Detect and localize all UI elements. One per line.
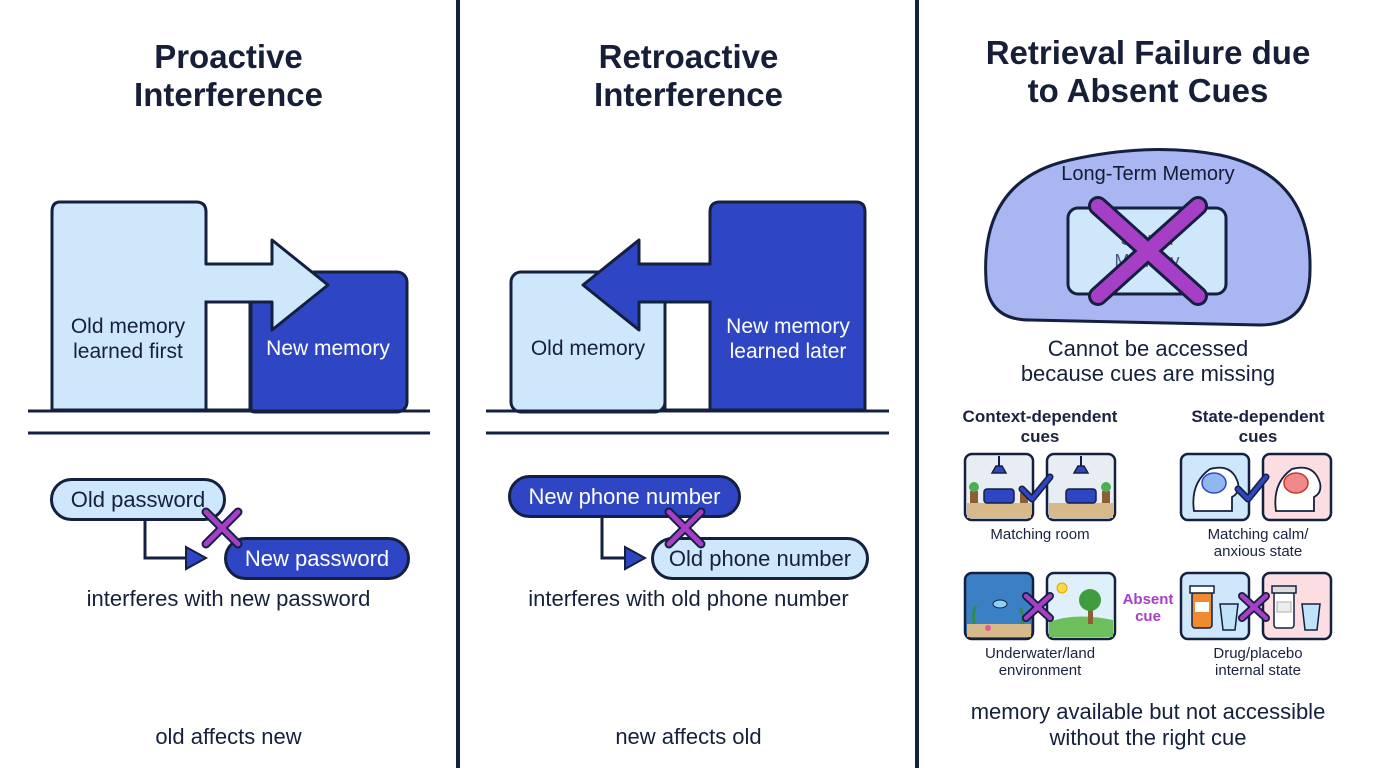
retroactive-panel: Retroactive Interference Old memory New …	[461, 0, 916, 768]
absent-cue-line2: cue	[1135, 608, 1161, 625]
drug-placebo-tiles	[1179, 571, 1333, 641]
anxious-tile	[1261, 452, 1333, 522]
retrieval-bottom-line2: without the right cue	[1049, 725, 1247, 750]
new-memory-label: New memory learned later	[712, 314, 864, 364]
retrieval-bottom-caption: memory available but not accessible with…	[920, 699, 1376, 751]
context-cues-heading: Context-dependent cues	[940, 407, 1140, 447]
calm-tile	[1179, 452, 1251, 522]
glass-icon	[1219, 603, 1239, 631]
retroactive-title-line1: Retroactive	[598, 38, 779, 75]
retrieval-title-line2: to Absent Cues	[1027, 72, 1269, 109]
brain-icon	[1201, 472, 1227, 494]
panel-divider-right	[915, 0, 919, 768]
retrieval-title-line1: Retrieval Failure due	[985, 34, 1311, 71]
retrieval-title: Retrieval Failure due to Absent Cues	[920, 34, 1376, 110]
sun-icon	[1056, 582, 1068, 594]
new-password-pill: New password	[224, 537, 410, 580]
cannot-access-line2: because cues are missing	[1020, 361, 1276, 386]
connector-line	[143, 520, 190, 560]
underwater-tile	[963, 571, 1035, 641]
matching-state-caption-line1: Matching calm/	[1207, 526, 1309, 543]
drug-caption-line2: internal state	[1215, 662, 1301, 679]
drug-placebo-caption: Drug/placebo internal state	[1158, 645, 1358, 679]
proactive-caption: interferes with new password	[86, 586, 371, 611]
proactive-title: Proactive Interference	[0, 38, 457, 114]
drug-caption-line1: Drug/placebo	[1213, 645, 1303, 662]
retroactive-diagram	[486, 200, 889, 435]
absent-cue-label: Absent cue	[1116, 591, 1180, 625]
arrow-icon	[185, 545, 209, 571]
new-memory-label-line1: New memory	[726, 315, 850, 338]
matching-room-caption: Matching room	[990, 526, 1090, 543]
underwater-land-tiles	[963, 571, 1117, 641]
land-tile	[1045, 571, 1117, 641]
proactive-connector	[143, 520, 209, 571]
retrieval-bottom-line1: memory available but not accessible	[970, 699, 1326, 724]
matching-room-tiles	[963, 452, 1117, 522]
matching-state-tiles	[1179, 452, 1333, 522]
retroactive-caption: interferes with old phone number	[528, 586, 849, 611]
proactive-diagram	[28, 200, 430, 435]
retroactive-title-line2: Interference	[594, 76, 783, 113]
cross-icon	[201, 507, 243, 549]
old-memory-label-line1: Old memory	[70, 315, 186, 338]
underwater-land-caption: Underwater/land environment	[940, 645, 1140, 679]
proactive-panel: Proactive Interference Old memory learne…	[0, 0, 457, 768]
new-phone-pill: New phone number	[508, 475, 741, 518]
cannot-access-line1: Cannot be accessed	[1047, 336, 1249, 361]
retroactive-summary: new affects old	[615, 724, 762, 749]
matching-state-caption-line2: anxious state	[1213, 543, 1303, 560]
proactive-title-line2: Interference	[134, 76, 323, 113]
retroactive-title: Retroactive Interference	[461, 38, 916, 114]
new-memory-label-line2: learned later	[729, 340, 847, 363]
old-memory-label: Old memory	[530, 337, 646, 360]
placebo-tile	[1261, 571, 1333, 641]
underwater-caption-line2: environment	[998, 662, 1082, 679]
context-cues-heading-line2: cues	[1020, 427, 1060, 446]
retroactive-connector	[600, 518, 648, 571]
old-memory-block	[50, 200, 330, 412]
cross-icon	[1088, 196, 1208, 306]
cross-icon	[664, 507, 706, 549]
old-memory-label-line2: learned first	[73, 340, 183, 363]
tree-icon	[1079, 589, 1101, 611]
drug-tile	[1179, 571, 1251, 641]
state-cues-heading: State-dependent cues	[1158, 407, 1358, 447]
context-cues-heading-line1: Context-dependent	[962, 407, 1118, 426]
connector-line	[600, 518, 629, 560]
proactive-summary: old affects new	[155, 724, 302, 749]
old-password-pill: Old password	[50, 478, 226, 521]
old-phone-pill: Old phone number	[651, 537, 869, 580]
matching-state-caption: Matching calm/ anxious state	[1158, 526, 1358, 560]
fish-icon	[992, 599, 1008, 609]
proactive-title-line1: Proactive	[154, 38, 303, 75]
room-tile-b	[1045, 452, 1117, 522]
cannot-access-caption: Cannot be accessed because cues are miss…	[920, 336, 1376, 386]
retrieval-panel: Retrieval Failure due to Absent Cues Lon…	[920, 0, 1376, 768]
new-memory-label: New memory	[266, 337, 390, 360]
state-cues-heading-line1: State-dependent	[1191, 407, 1325, 426]
ltm-label: Long-Term Memory	[1061, 163, 1235, 185]
panel-divider-left	[456, 0, 460, 768]
underwater-caption-line1: Underwater/land	[984, 645, 1096, 662]
arrow-icon	[624, 545, 648, 571]
room-tile-a	[963, 452, 1035, 522]
sofa-icon	[983, 488, 1015, 504]
absent-cue-line1: Absent	[1122, 591, 1174, 608]
old-memory-label: Old memory learned first	[52, 314, 204, 364]
state-cues-heading-line2: cues	[1238, 427, 1278, 446]
new-memory-block	[581, 200, 867, 412]
